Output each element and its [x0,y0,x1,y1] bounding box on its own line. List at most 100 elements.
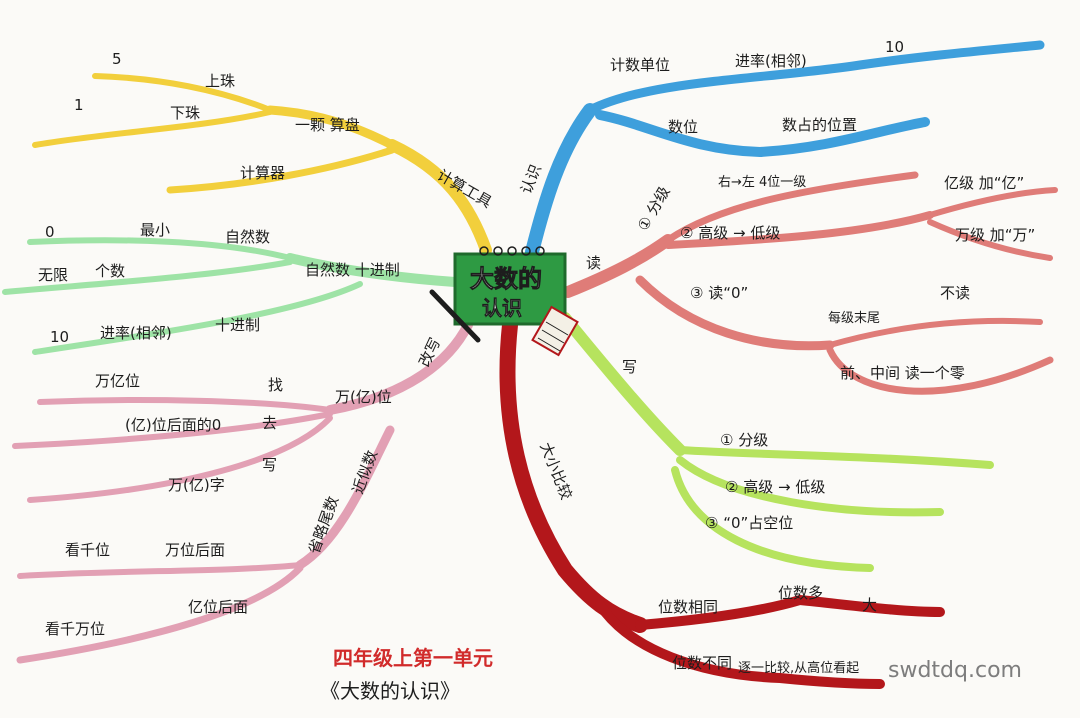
label-look-qian: 看千万位 [45,620,105,638]
label-natural-main: 自然数 十进制 [305,261,400,279]
label-abacus: 一颗 算盘 [295,116,360,134]
label-lower-bead: 下珠 [170,104,200,122]
branch-same-digits [635,594,945,630]
branch-compare-trunk [499,317,648,633]
pencil-body [429,289,481,343]
branch-look-wan [17,562,303,579]
ring-3 [507,246,517,256]
label-wan-yi-pos: 万亿位 [95,372,140,390]
label-read-s1a: 右→左 4位一级 [718,175,806,190]
branch-upper-bead [92,73,273,113]
center-rings [479,246,545,256]
ring-4 [521,246,531,256]
branch-read-yi [927,187,1058,218]
branch-natural-trunk [285,253,460,287]
label-read-wan: 万级 加“万” [955,226,1035,244]
branch-find [37,397,333,413]
label-read-main: 读 [586,254,601,272]
label-big: 大 [862,596,877,614]
branch-know [525,40,1045,259]
label-read-mid: 前、中间 读一个零 [840,364,965,382]
label-write-s2: ② 高级 → 低级 [725,478,825,496]
label-decimal: 十进制 [215,316,260,334]
notebook-line-2 [541,329,565,344]
notebook-icon [531,305,579,357]
label-min: 最小 [140,221,170,239]
branch-read-end [827,317,1043,348]
label-know-pos: 数占的位置 [782,116,857,134]
label-drop: 去 [262,414,277,432]
label-read-s1: ① 分级 [634,183,674,234]
notebook-body [531,305,579,357]
branch-abacus [265,105,397,150]
label-calculator: 计算器 [240,164,285,182]
branch-look-qian [16,564,304,664]
label-know-digit: 数位 [668,118,698,136]
label-after-wan: 万位后面 [165,541,225,559]
ring-5 [535,246,545,256]
branch-write-s1 [676,446,994,469]
branch-diff-digits [595,600,885,689]
label-write-s3: ③ “0”占空位 [705,514,793,532]
label-read-s3: ③ 读“0” [690,284,748,302]
notebook-line-1 [545,321,569,336]
branch-read-trunk [562,234,674,298]
ring-2 [493,246,503,256]
branch-rewrite [12,320,473,664]
label-natural-num: 自然数 [225,228,270,246]
branch-tools [32,73,492,256]
label-know-main: 认识 [517,162,545,197]
label-ten-left: 10 [50,328,69,346]
branch-read [562,171,1058,395]
label-compare: 大小比较 [536,440,575,502]
branch-drop [12,411,333,449]
branch-near-trunk [295,425,395,570]
ring-1 [479,246,489,256]
footer-book-title: 《大数的认识》 [320,679,460,703]
notebook-line-3 [537,337,561,352]
label-rate-left: 进率(相邻) [100,324,172,342]
branch-read-s1 [664,171,919,244]
branch-write-trunk [559,312,686,456]
branch-write [559,312,994,572]
label-read-no: 不读 [940,284,970,302]
branch-lower-bead [32,109,273,148]
label-find: 找 [268,376,283,394]
label-write-main: 写 [622,358,637,376]
label-five: 5 [112,50,122,68]
label-same-digits: 位数相同 [658,598,718,616]
branch-decimal [32,281,363,355]
footer-unit-title: 四年级上第一单元 [333,646,493,670]
branch-write-char [27,415,333,503]
label-know-unit: 计数单位 [610,56,670,74]
center-box [453,252,567,326]
label-write-s1: ① 分级 [720,431,768,449]
label-after-yi: 亿位后面 [188,598,248,616]
pencil-icon [429,289,481,343]
branch-compare [499,317,945,689]
label-count: 个数 [95,262,125,280]
center-title-line2: 认识 [482,296,522,320]
label-read-yi: 亿级 加“亿” [944,174,1024,192]
label-one-by-one: 逐一比较,从高位看起 [738,660,859,676]
branch-read-s3 [635,275,835,351]
label-after-zero: (亿)位后面的0 [125,416,221,434]
branch-calculator [166,146,396,194]
branch-min [27,237,293,261]
label-wan-yi-char: 万(亿)字 [168,476,225,494]
label-infinite: 无限 [38,266,68,284]
label-look-wan: 看千位 [65,541,110,559]
branch-know-digit [595,110,930,158]
branch-rewrite-trunk [325,320,473,415]
label-read-s2: ② 高级 → 低级 [680,224,780,242]
label-one: 1 [74,96,84,114]
center-node: 大数的 认识 [429,246,579,357]
branch-know-unit [585,40,1045,115]
label-zero: 0 [45,223,55,241]
branch-read-s2 [664,211,934,249]
branch-infinite [2,259,293,295]
branch-tools-trunk [386,139,492,256]
center-title-line1: 大数的 [470,265,542,293]
